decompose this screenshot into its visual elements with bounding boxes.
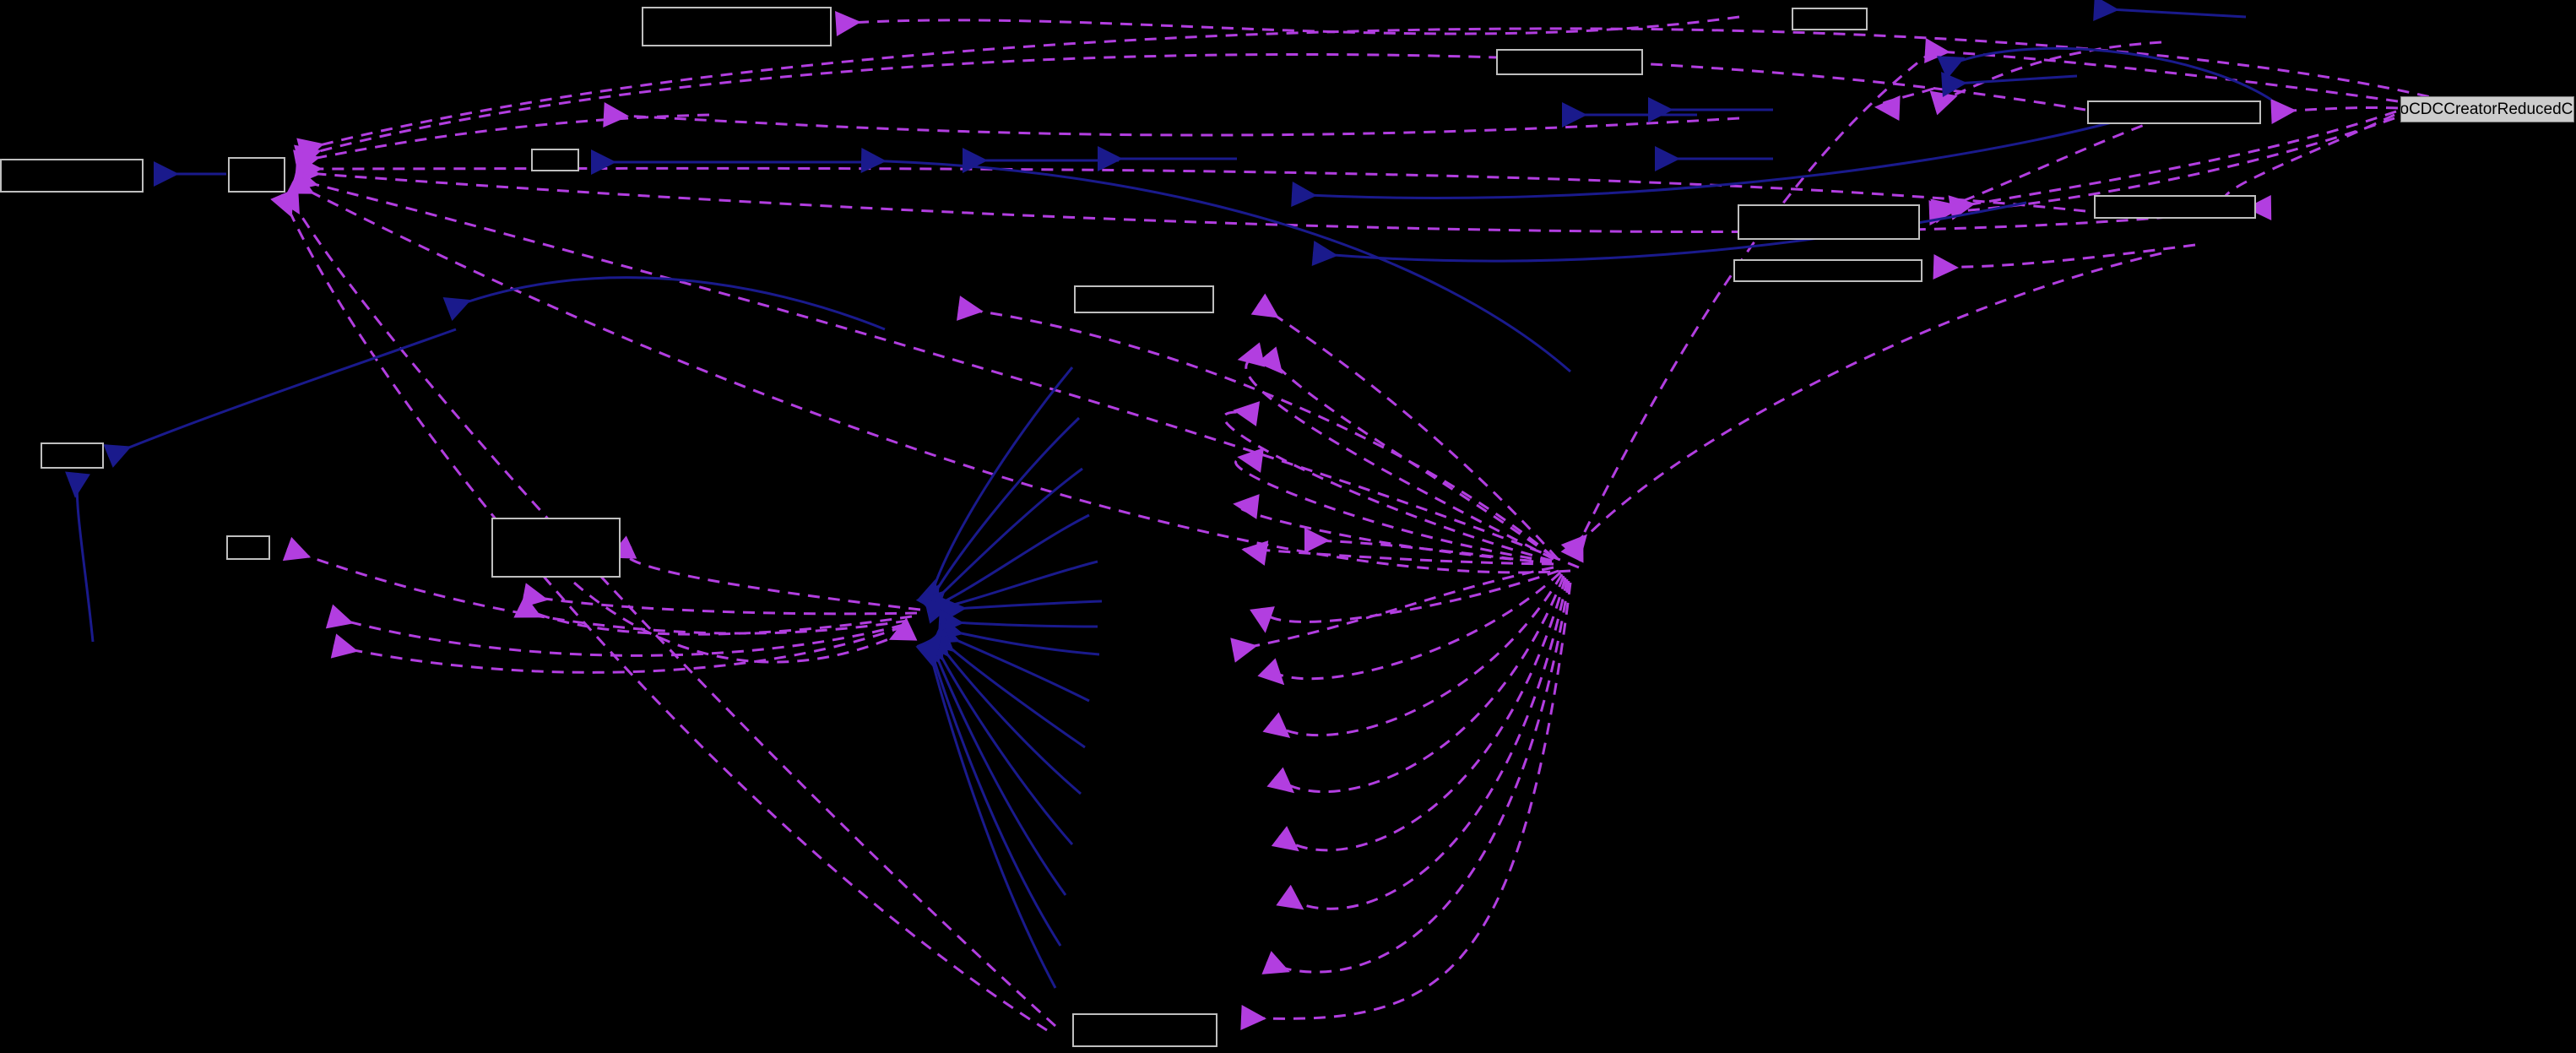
solid-inheritance-edges (65, 0, 2272, 989)
node-box[interactable] (1074, 285, 1214, 313)
node-box[interactable] (228, 157, 285, 193)
highlighted-node-label: GeoCDCCreatorReducedCDC (2400, 100, 2573, 118)
node-box[interactable] (1738, 204, 1920, 240)
node-box[interactable] (491, 518, 621, 578)
node-box[interactable] (2094, 195, 2256, 219)
node-box[interactable] (1792, 8, 1868, 30)
node-box[interactable] (531, 149, 579, 171)
dashed-reference-edges (270, 11, 2449, 1032)
node-box-highlighted[interactable]: GeoCDCCreatorReducedCDC (2400, 96, 2574, 122)
node-box[interactable] (1072, 1013, 1217, 1047)
node-box[interactable] (1733, 259, 1923, 282)
node-box[interactable] (2087, 100, 2261, 124)
node-box[interactable] (642, 7, 832, 46)
node-box[interactable] (0, 159, 144, 193)
node-box[interactable] (1496, 49, 1643, 75)
node-box[interactable] (226, 535, 270, 560)
node-box[interactable] (41, 442, 104, 469)
